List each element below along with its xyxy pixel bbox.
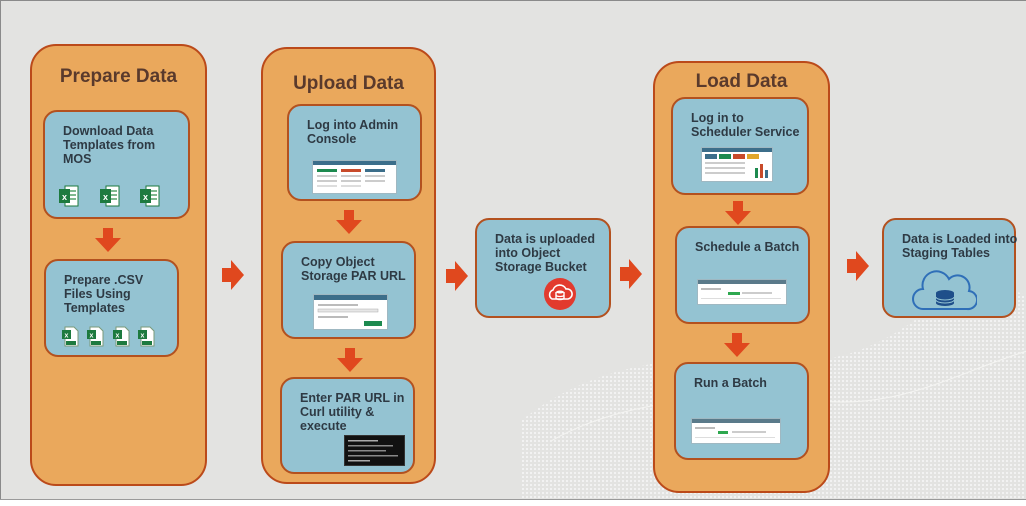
excel-file-icon: x [100, 185, 120, 207]
csv-file-icon: x [113, 326, 130, 347]
excel-file-icon: x [140, 185, 160, 207]
data-uploaded-label: Data is uploaded into Object Storage Buc… [495, 232, 596, 274]
run-batch-label: Run a Batch [694, 376, 767, 390]
svg-text:x: x [103, 192, 108, 202]
down-arrow-icon [95, 228, 121, 252]
down-arrow-icon [724, 333, 750, 357]
svg-text:x: x [62, 192, 67, 202]
object-storage-icon [544, 278, 576, 310]
right-arrow-icon [847, 251, 869, 281]
down-arrow-icon [337, 348, 363, 372]
svg-text:x: x [143, 192, 148, 202]
cloud-database-icon [912, 270, 977, 311]
scheduler-service-screenshot [701, 147, 773, 182]
par-url-screenshot [313, 294, 388, 330]
prepare-csv-box: Prepare .CSV Files Using Templates [44, 259, 179, 357]
excel-file-icon: x [59, 185, 79, 207]
schedule-batch-label: Schedule a Batch [695, 240, 800, 254]
data-uploaded-box: Data is uploaded into Object Storage Buc… [475, 218, 611, 318]
schedule-batch-box: Schedule a Batch [675, 226, 810, 324]
svg-text:x: x [141, 333, 145, 340]
copy-par-label: Copy Object Storage PAR URL [301, 255, 406, 283]
schedule-batch-screenshot [697, 279, 787, 305]
right-arrow-icon [446, 261, 468, 291]
terminal-screenshot [344, 435, 405, 466]
run-batch-screenshot [691, 418, 781, 444]
download-templates-label: Download Data Templates from MOS [63, 124, 156, 166]
down-arrow-icon [336, 210, 362, 234]
upload-data-title: Upload Data [293, 73, 404, 94]
prepare-data-title: Prepare Data [59, 66, 178, 87]
run-batch-box: Run a Batch [674, 362, 809, 460]
csv-file-icon: x [138, 326, 155, 347]
svg-text:x: x [90, 333, 94, 340]
data-loaded-label: Data is Loaded into Staging Tables [902, 232, 1018, 260]
svg-text:x: x [116, 333, 120, 340]
csv-file-icon: x [62, 326, 79, 347]
login-scheduler-label: Log in to Scheduler Service [691, 111, 800, 139]
load-data-title: Load Data [695, 71, 788, 92]
enter-par-label: Enter PAR URL in Curl utility & execute [300, 391, 405, 433]
right-arrow-icon [222, 260, 244, 290]
login-admin-label: Log into Admin Console [307, 118, 399, 146]
right-arrow-icon [620, 259, 642, 289]
bottom-border [0, 499, 1026, 506]
admin-console-screenshot [312, 160, 397, 194]
down-arrow-icon [725, 201, 751, 225]
csv-file-icon: x [87, 326, 104, 347]
prepare-csv-label: Prepare .CSV Files Using Templates [64, 273, 144, 315]
svg-text:x: x [65, 333, 69, 340]
